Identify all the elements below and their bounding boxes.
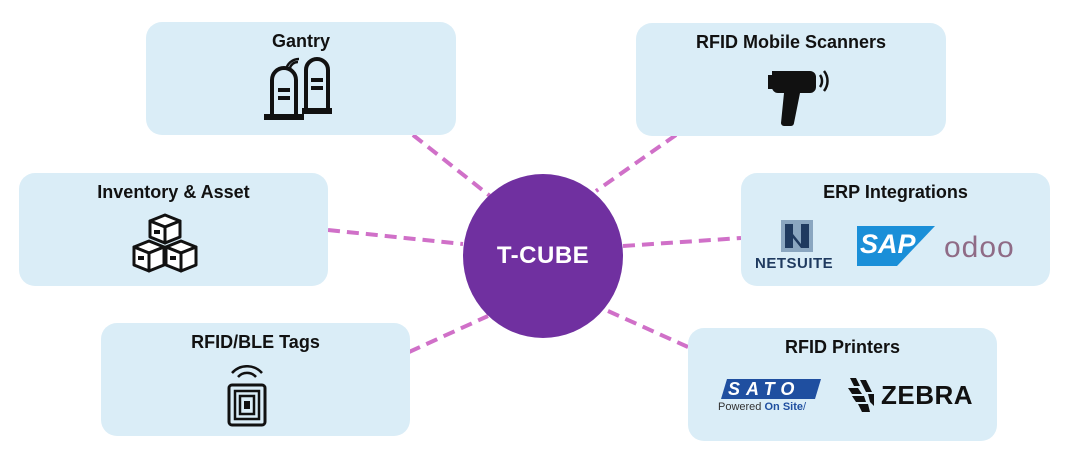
rfid-scanner-icon [768, 70, 829, 126]
odoo-logo-text: odoo [944, 231, 1015, 264]
node-erp-integrations: ERP Integrations NETSUITE SAP odoo [741, 173, 1050, 286]
sato-tagline-powered: Powered [718, 401, 765, 413]
connector-gantry [411, 133, 492, 198]
hub-label: T-CUBE [496, 242, 590, 269]
sato-logo-icon [721, 379, 821, 399]
node-title-printers: RFID Printers [784, 337, 901, 357]
node-inventory-asset: Inventory & Asset [19, 173, 328, 286]
node-title-inventory: Inventory & Asset [97, 182, 250, 202]
connector-scanners [594, 133, 678, 193]
sato-tagline-onsite: On Site [764, 401, 803, 413]
node-gantry: Gantry [146, 22, 456, 135]
node-title-gantry: Gantry [271, 31, 331, 51]
node-rfid-ble-tags: RFID/BLE Tags [101, 323, 410, 436]
node-rfid-printers: RFID Printers SATO Powered On Site/ ZEBR… [688, 328, 997, 441]
gantry-gate-icon [264, 57, 332, 120]
node-title-scanners: RFID Mobile Scanners [695, 32, 887, 52]
node-title-erp: ERP Integrations [823, 182, 968, 202]
node-rfid-mobile-scanners: RFID Mobile Scanners [636, 23, 946, 136]
connector-printers [607, 309, 689, 349]
connector-inventory [327, 228, 464, 246]
node-title-tags: RFID/BLE Tags [191, 332, 320, 352]
sap-logo-text: SAP [860, 229, 916, 259]
sato-tagline: Powered On Site/ [718, 401, 807, 413]
sato-logo-text: SATO [728, 379, 801, 399]
zebra-logo-text: ZEBRA [881, 380, 974, 410]
sap-logo-icon [857, 226, 935, 266]
hub-t-cube: T-CUBE [463, 174, 623, 338]
zebra-head-icon [848, 378, 874, 412]
connector-tags [408, 314, 489, 354]
rfid-tag-icon [227, 365, 267, 427]
netsuite-logo-icon [781, 220, 813, 252]
connector-erp [622, 236, 742, 248]
netsuite-logo-text: NETSUITE [755, 255, 834, 272]
boxes-icon [132, 213, 198, 273]
